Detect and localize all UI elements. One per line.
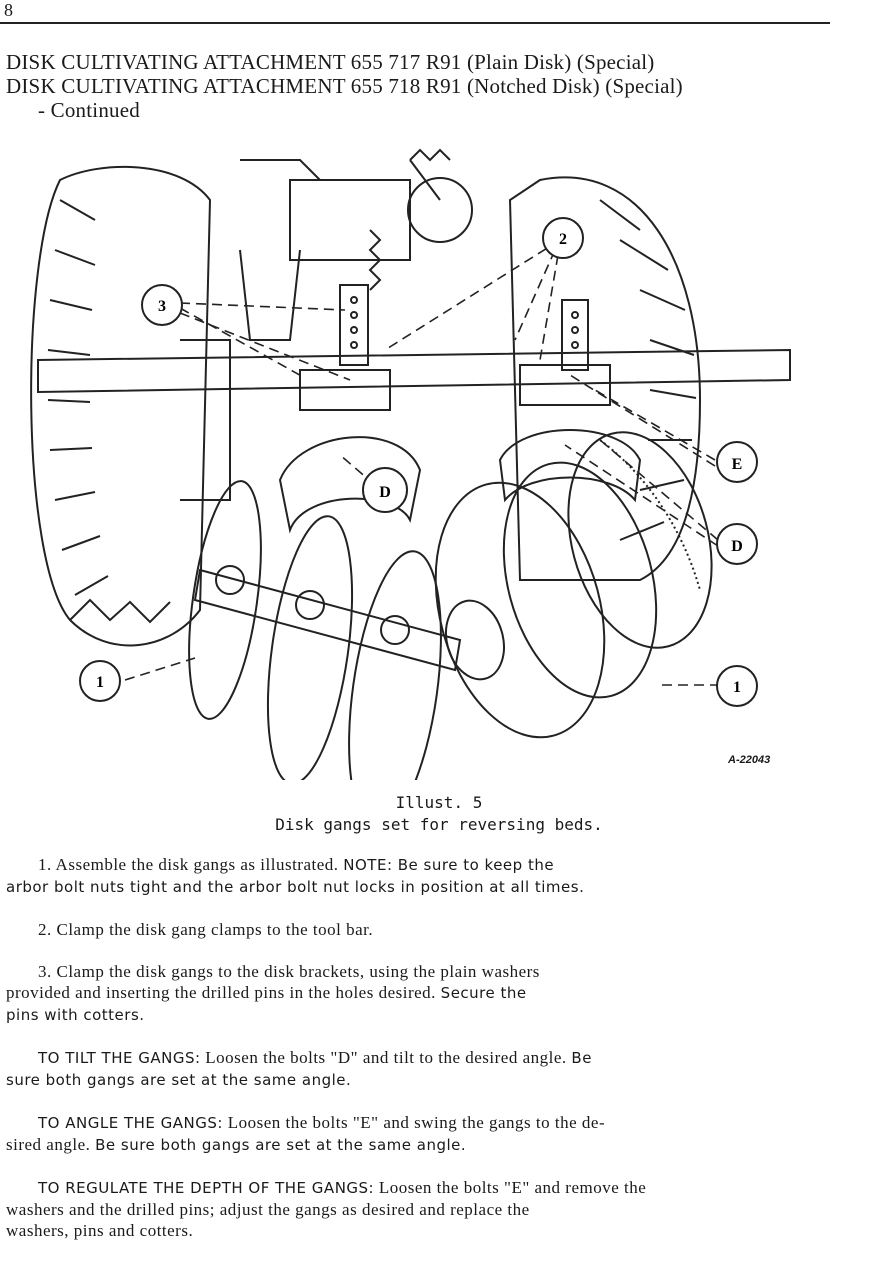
- angle-heading: TO ANGLE THE GANGS:: [38, 1114, 223, 1132]
- callout-e: E: [716, 441, 758, 483]
- disk-brackets: [299, 229, 611, 411]
- regulate-depth: TO REGULATE THE DEPTH OF THE GANGS: Loos…: [6, 1177, 836, 1241]
- step-2: 2. Clamp the disk gang clamps to the too…: [6, 919, 836, 940]
- step-3-secure-cont: pins with cotters.: [6, 1006, 145, 1024]
- tool-bar: [37, 348, 791, 394]
- left-disk-gang: [188, 480, 462, 780]
- callout-2: 2: [542, 217, 584, 259]
- callout-1-right-label: 1: [733, 679, 741, 696]
- header-continued: - Continued: [38, 98, 140, 122]
- step-3: 3. Clamp the disk gangs to the disk brac…: [6, 961, 836, 1026]
- header-line-plain-disk: DISK CULTIVATING ATTACHMENT 655 717 R91 …: [6, 50, 655, 74]
- gang-clamps: [278, 429, 642, 534]
- tilt-text: Loosen the bolts "D" and tilt to the des…: [205, 1048, 567, 1067]
- instructions: 1. Assemble the disk gangs as illustrate…: [6, 854, 836, 1262]
- step-1: 1. Assemble the disk gangs as illustrate…: [6, 854, 836, 898]
- caption-title: Illust. 5: [395, 793, 483, 812]
- angle-text-cont: sired angle.: [6, 1135, 91, 1154]
- angle-be: Be sure both gangs are set at the same a…: [95, 1136, 467, 1154]
- step-3-text-cont: provided and inserting the drilled pins …: [6, 983, 436, 1002]
- angle-gangs: TO ANGLE THE GANGS: Loosen the bolts "E"…: [6, 1112, 836, 1156]
- angle-text: Loosen the bolts "E" and swing the gangs…: [227, 1113, 606, 1132]
- callout-3: 3: [141, 284, 183, 326]
- section-header: DISK CULTIVATING ATTACHMENT 655 717 R91 …: [6, 50, 683, 122]
- callout-d-center-label: D: [379, 484, 391, 501]
- callout-d-right: D: [716, 523, 758, 565]
- callout-1-right: 1: [716, 665, 758, 707]
- figure-id: A-22043: [728, 754, 771, 766]
- depth-text-cont: washers and the drilled pins; adjust the…: [6, 1200, 530, 1219]
- tilt-heading: TO TILT THE GANGS:: [38, 1049, 201, 1067]
- tilt-gangs: TO TILT THE GANGS: Loosen the bolts "D" …: [6, 1047, 836, 1091]
- callout-1-left-label: 1: [96, 674, 104, 691]
- tilt-cont: sure both gangs are set at the same angl…: [6, 1071, 352, 1089]
- tilt-be: Be: [571, 1049, 592, 1067]
- step-1-text: 1. Assemble the disk gangs as illustrate…: [38, 855, 339, 874]
- depth-text-end: washers, pins and cotters.: [6, 1221, 194, 1240]
- callout-d-center: D: [362, 467, 408, 513]
- left-tire: [30, 165, 212, 647]
- callout-e-label: E: [732, 456, 743, 473]
- depth-text: Loosen the bolts "E" and remove the: [378, 1178, 647, 1197]
- step-3-secure: Secure the: [440, 984, 527, 1002]
- depth-heading: TO REGULATE THE DEPTH OF THE GANGS:: [38, 1179, 375, 1197]
- step-2-text: 2. Clamp the disk gang clamps to the too…: [38, 920, 374, 939]
- step-1-note-cont: arbor bolt nuts tight and the arbor bolt…: [6, 878, 585, 896]
- step-1-note: NOTE: Be sure to keep the: [343, 856, 555, 874]
- callout-2-label: 2: [559, 231, 567, 248]
- leader-lines: [124, 239, 720, 686]
- page-number: 8: [4, 0, 13, 20]
- callout-d-right-label: D: [731, 538, 743, 555]
- callout-3-label: 3: [158, 298, 166, 315]
- disk-gang-illustration: 3 2 E D D 1 1: [30, 148, 791, 780]
- caption-text: Disk gangs set for reversing beds.: [275, 815, 603, 834]
- right-tire: [508, 176, 702, 581]
- right-disk-gang: [434, 431, 713, 739]
- figure-caption: Illust. 5 Disk gangs set for reversing b…: [0, 792, 878, 836]
- tractor-frame: [180, 148, 473, 501]
- step-3-text: 3. Clamp the disk gangs to the disk brac…: [38, 962, 540, 981]
- header-line-notched-disk: DISK CULTIVATING ATTACHMENT 655 718 R91 …: [6, 74, 683, 98]
- callout-1-left: 1: [79, 660, 121, 702]
- top-rule: [0, 22, 830, 24]
